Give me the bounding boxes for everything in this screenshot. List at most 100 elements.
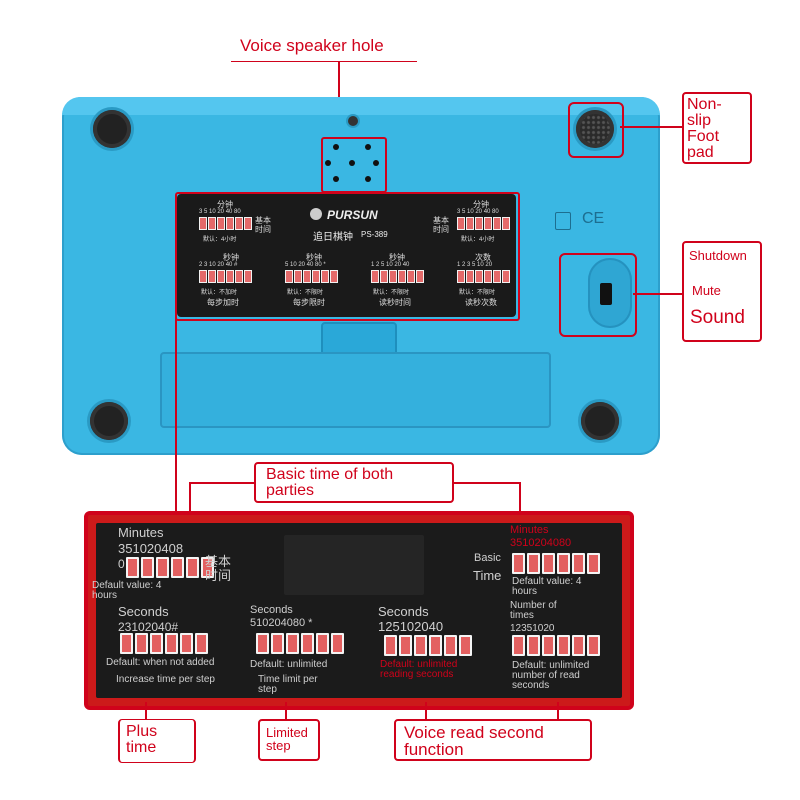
panel-highlight bbox=[175, 192, 520, 321]
sec2-title: 秒钟 bbox=[306, 253, 322, 262]
zoom-seconds1-name: Increase time per step bbox=[116, 674, 215, 685]
sec3-name: 读秒时间 bbox=[379, 298, 411, 307]
shutdown-label: Shutdown bbox=[689, 248, 747, 263]
zoom-seconds2-default: Default: unlimited bbox=[250, 659, 328, 670]
foot-pad-bottom-left bbox=[90, 402, 128, 440]
callout-line: Basic time of both bbox=[266, 466, 394, 483]
zoom-seconds2-dip-switch[interactable] bbox=[256, 633, 344, 654]
ce-mark-icon: CE bbox=[582, 210, 605, 227]
voice-speaker-underline bbox=[231, 61, 417, 62]
zoom-seconds3-title: Seconds bbox=[378, 604, 429, 619]
callout-line: Voice read second bbox=[404, 723, 544, 742]
model-number: PS-389 bbox=[361, 230, 388, 239]
zoom-seconds3-scale: 125102040 bbox=[378, 619, 444, 634]
zoom-right-basic: Basic bbox=[474, 552, 501, 564]
zoom-minutes-scale: 351020408 bbox=[118, 541, 184, 556]
zoom-seconds2-scale: 510204080 * bbox=[250, 617, 313, 629]
sec3-scale: 1 2 5 10 20 40 bbox=[371, 262, 410, 268]
sec2-scale: 5 10 20 40 80 * bbox=[285, 262, 326, 268]
left-minutes-dip-switch[interactable] bbox=[199, 217, 252, 230]
zoom-minutes-prefix: 0 bbox=[118, 557, 125, 571]
limited-step-leader bbox=[285, 702, 287, 719]
sec1-name: 每步加时 bbox=[207, 298, 239, 307]
zoom-minutes-dip-switch[interactable] bbox=[126, 557, 214, 578]
foot-pad-leader bbox=[620, 126, 682, 128]
basic-time-right-v bbox=[519, 482, 521, 512]
sec4-scale: 1 2 3 5 10 20 bbox=[457, 262, 493, 268]
callout-line: Limited bbox=[266, 725, 308, 740]
callout-line: pad bbox=[687, 144, 714, 161]
panel-to-zoom-leader bbox=[175, 317, 177, 512]
callout-line: Non- bbox=[687, 96, 722, 113]
sec4-title: 次数 bbox=[475, 253, 491, 262]
left-default: 默认：4小时 bbox=[203, 237, 237, 243]
plus-time-callout: Plus time bbox=[118, 719, 196, 763]
pursun-logo-icon bbox=[310, 208, 322, 220]
right-minutes-title: 分钟 bbox=[473, 200, 489, 209]
voice-read-right-leader bbox=[557, 702, 559, 719]
sec1-dip-switch[interactable] bbox=[199, 270, 252, 283]
speaker-dot bbox=[365, 176, 371, 182]
zoom-basic-time-cn: 基本时间 bbox=[205, 554, 232, 584]
left-minutes-scale: 3 5 10 20 40 80 bbox=[199, 209, 241, 215]
callout-line: step bbox=[266, 738, 291, 753]
right-basic-time: 基本时间 bbox=[433, 216, 449, 234]
basic-time-left-h bbox=[189, 482, 254, 484]
foot-pad-highlight bbox=[568, 102, 624, 158]
right-minutes-scale: 3 5 10 20 40 80 bbox=[457, 209, 499, 215]
callout-line: function bbox=[404, 740, 464, 759]
zoom-right-minutes-scale: 3510204080 bbox=[510, 537, 572, 549]
zoom-minutes-title: Minutes bbox=[118, 525, 164, 540]
zoom-times-scale: 12351020 bbox=[510, 623, 555, 634]
callout-line: slip bbox=[687, 112, 712, 129]
basic-time-both-callout: Basic time of both parties bbox=[254, 462, 454, 503]
zoom-times-dip-switch[interactable] bbox=[512, 635, 600, 656]
non-slip-foot-pad-callout: Non- slip Foot pad bbox=[682, 92, 752, 164]
sec1-title: 秒钟 bbox=[223, 253, 239, 262]
zoom-seconds1-dip-switch[interactable] bbox=[120, 633, 208, 654]
callout-line: Foot bbox=[687, 128, 720, 145]
sec1-scale: 2 3 10 20 40 # bbox=[199, 262, 238, 268]
battery-clip[interactable] bbox=[321, 322, 397, 356]
zoom-seconds1-default: Default: when not added bbox=[106, 657, 215, 668]
zoom-right-minutes-dip-switch[interactable] bbox=[512, 553, 600, 574]
model-cn: 追日棋钟 bbox=[313, 232, 353, 243]
left-basic-time: 基本时间 bbox=[255, 216, 271, 234]
sec3-dip-switch[interactable] bbox=[371, 270, 424, 283]
settings-label-panel: 分钟 3 5 10 20 40 80 基本时间 默认：4小时 PURSUN 追日… bbox=[177, 194, 516, 317]
basic-time-left-v bbox=[189, 482, 191, 512]
right-minutes-dip-switch[interactable] bbox=[457, 217, 510, 230]
sec4-name: 读秒次数 bbox=[465, 298, 497, 307]
speaker-dot bbox=[325, 160, 331, 166]
device-top-edge bbox=[62, 97, 660, 115]
zoom-center-logo-area bbox=[284, 535, 424, 595]
voice-read-left-leader bbox=[425, 702, 427, 719]
shutdown-mute-sound-switch[interactable] bbox=[600, 283, 612, 305]
speaker-dot bbox=[373, 160, 379, 166]
zoom-seconds3-dip-switch[interactable] bbox=[384, 635, 472, 656]
switch-leader bbox=[633, 293, 682, 295]
zoom-seconds2-title: Seconds bbox=[250, 604, 293, 616]
sound-label: Sound bbox=[690, 307, 745, 328]
zoom-right-time: Time bbox=[473, 568, 502, 583]
sec2-dip-switch[interactable] bbox=[285, 270, 338, 283]
battery-cover[interactable] bbox=[160, 352, 551, 428]
mute-label: Mute bbox=[692, 283, 721, 298]
left-minutes-title: 分钟 bbox=[217, 200, 233, 209]
callout-line: time bbox=[126, 739, 157, 756]
voice-read-second-callout: Voice read second function bbox=[394, 719, 592, 761]
brand-name: PURSUN bbox=[327, 208, 378, 222]
screw-icon bbox=[348, 116, 358, 126]
callout-line: Plus bbox=[126, 723, 158, 740]
speaker-dot bbox=[333, 176, 339, 182]
limited-step-callout: Limited step bbox=[258, 719, 320, 761]
sec4-dip-switch[interactable] bbox=[457, 270, 510, 283]
speaker-dot bbox=[349, 160, 355, 166]
zoom-seconds1-scale: 23102040# bbox=[118, 620, 179, 634]
sec3-title: 秒钟 bbox=[389, 253, 405, 262]
sec2-default: 默认：不限时 bbox=[287, 290, 324, 296]
sec3-default: 默认：不限时 bbox=[373, 290, 410, 296]
